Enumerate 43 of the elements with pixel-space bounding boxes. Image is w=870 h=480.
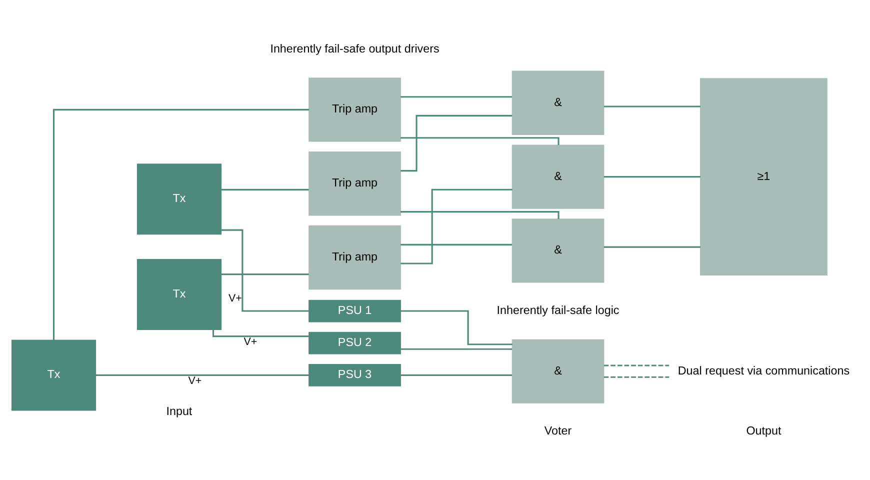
- label: Output: [746, 424, 782, 438]
- label: Inherently fail-safe output drivers: [270, 42, 440, 55]
- connector: [604, 176, 700, 178]
- node-box: Tx: [11, 339, 96, 410]
- node-box: PSU 1: [308, 299, 401, 322]
- node-box: Tx: [136, 258, 222, 330]
- node-box: Trip amp: [308, 151, 401, 216]
- edge-label: V+: [228, 292, 242, 304]
- node-box: &: [512, 218, 604, 282]
- connector: [400, 96, 512, 98]
- connector: [221, 273, 309, 275]
- edge-label: V+: [188, 374, 202, 386]
- node-box: PSU 2: [308, 331, 401, 354]
- connector: [96, 374, 309, 376]
- connector: [400, 188, 512, 264]
- connector: [52, 108, 310, 340]
- connector: [212, 329, 309, 337]
- node-box: &: [512, 144, 604, 208]
- connector: [400, 374, 512, 376]
- node-box: ≥1: [700, 78, 828, 276]
- connector: [400, 310, 512, 345]
- connector: [221, 228, 309, 312]
- label: Voter: [544, 424, 572, 438]
- node-text: Dual request via communications: [678, 364, 850, 377]
- node-box: Trip amp: [308, 77, 401, 142]
- node-box: Trip amp: [308, 224, 401, 290]
- connector: [400, 348, 512, 350]
- connector: [221, 188, 309, 190]
- node-box: PSU 3: [308, 364, 401, 386]
- edge-label: V+: [244, 335, 258, 348]
- connector: [604, 376, 670, 378]
- node-box: &: [512, 338, 604, 403]
- connector: [400, 114, 512, 172]
- node-box: &: [512, 70, 604, 134]
- connector: [400, 243, 512, 245]
- connector: [400, 136, 560, 145]
- connector: [604, 105, 700, 107]
- label: Input: [166, 404, 192, 418]
- connector: [604, 364, 670, 366]
- node-box: Tx: [136, 163, 222, 234]
- label: Inherently fail-safe logic: [496, 304, 620, 317]
- connector: [604, 246, 700, 248]
- connector: [400, 210, 560, 218]
